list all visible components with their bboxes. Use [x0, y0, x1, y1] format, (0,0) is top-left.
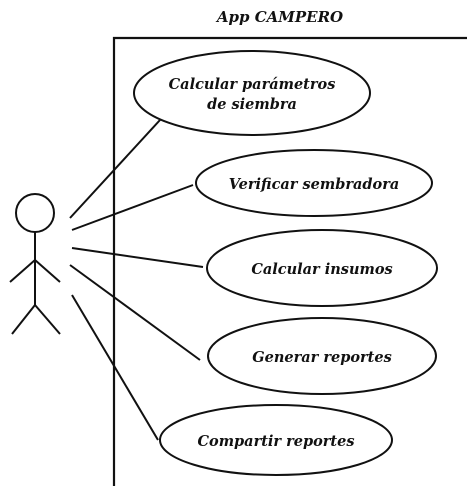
use-case-calcular-insumos: Calcular insumos	[206, 229, 438, 307]
use-case-calcular-parametros: Calcular parámetros de siembra	[133, 50, 371, 136]
system-title: App CAMPERO	[216, 8, 344, 26]
actor-left-arm	[9, 259, 36, 283]
association-compartir-reportes	[71, 294, 159, 441]
use-case-label-line2: de siembra	[207, 96, 297, 113]
use-case-label: Verificar sembradora	[229, 176, 400, 193]
use-case-generar-reportes: Generar reportes	[207, 317, 437, 395]
actor	[9, 193, 61, 335]
use-case-label-line1: Calcular parámetros	[169, 76, 336, 93]
actor-right-arm	[34, 259, 61, 283]
use-case-verificar-sembradora: Verificar sembradora	[195, 149, 433, 217]
association-calcular-insumos	[71, 247, 204, 268]
actor-left-leg	[11, 304, 36, 335]
use-case-compartir-reportes: Compartir reportes	[159, 404, 393, 476]
association-calcular-parametros	[69, 119, 161, 219]
actor-right-leg	[34, 304, 61, 335]
use-case-label: Calcular insumos	[251, 261, 392, 278]
use-case-label: Generar reportes	[252, 349, 392, 366]
use-case-label: Compartir reportes	[197, 433, 354, 450]
association-verificar-sembradora	[71, 184, 194, 231]
system-boundary	[112, 36, 467, 486]
association-generar-reportes	[69, 264, 201, 361]
actor-head	[15, 193, 55, 233]
